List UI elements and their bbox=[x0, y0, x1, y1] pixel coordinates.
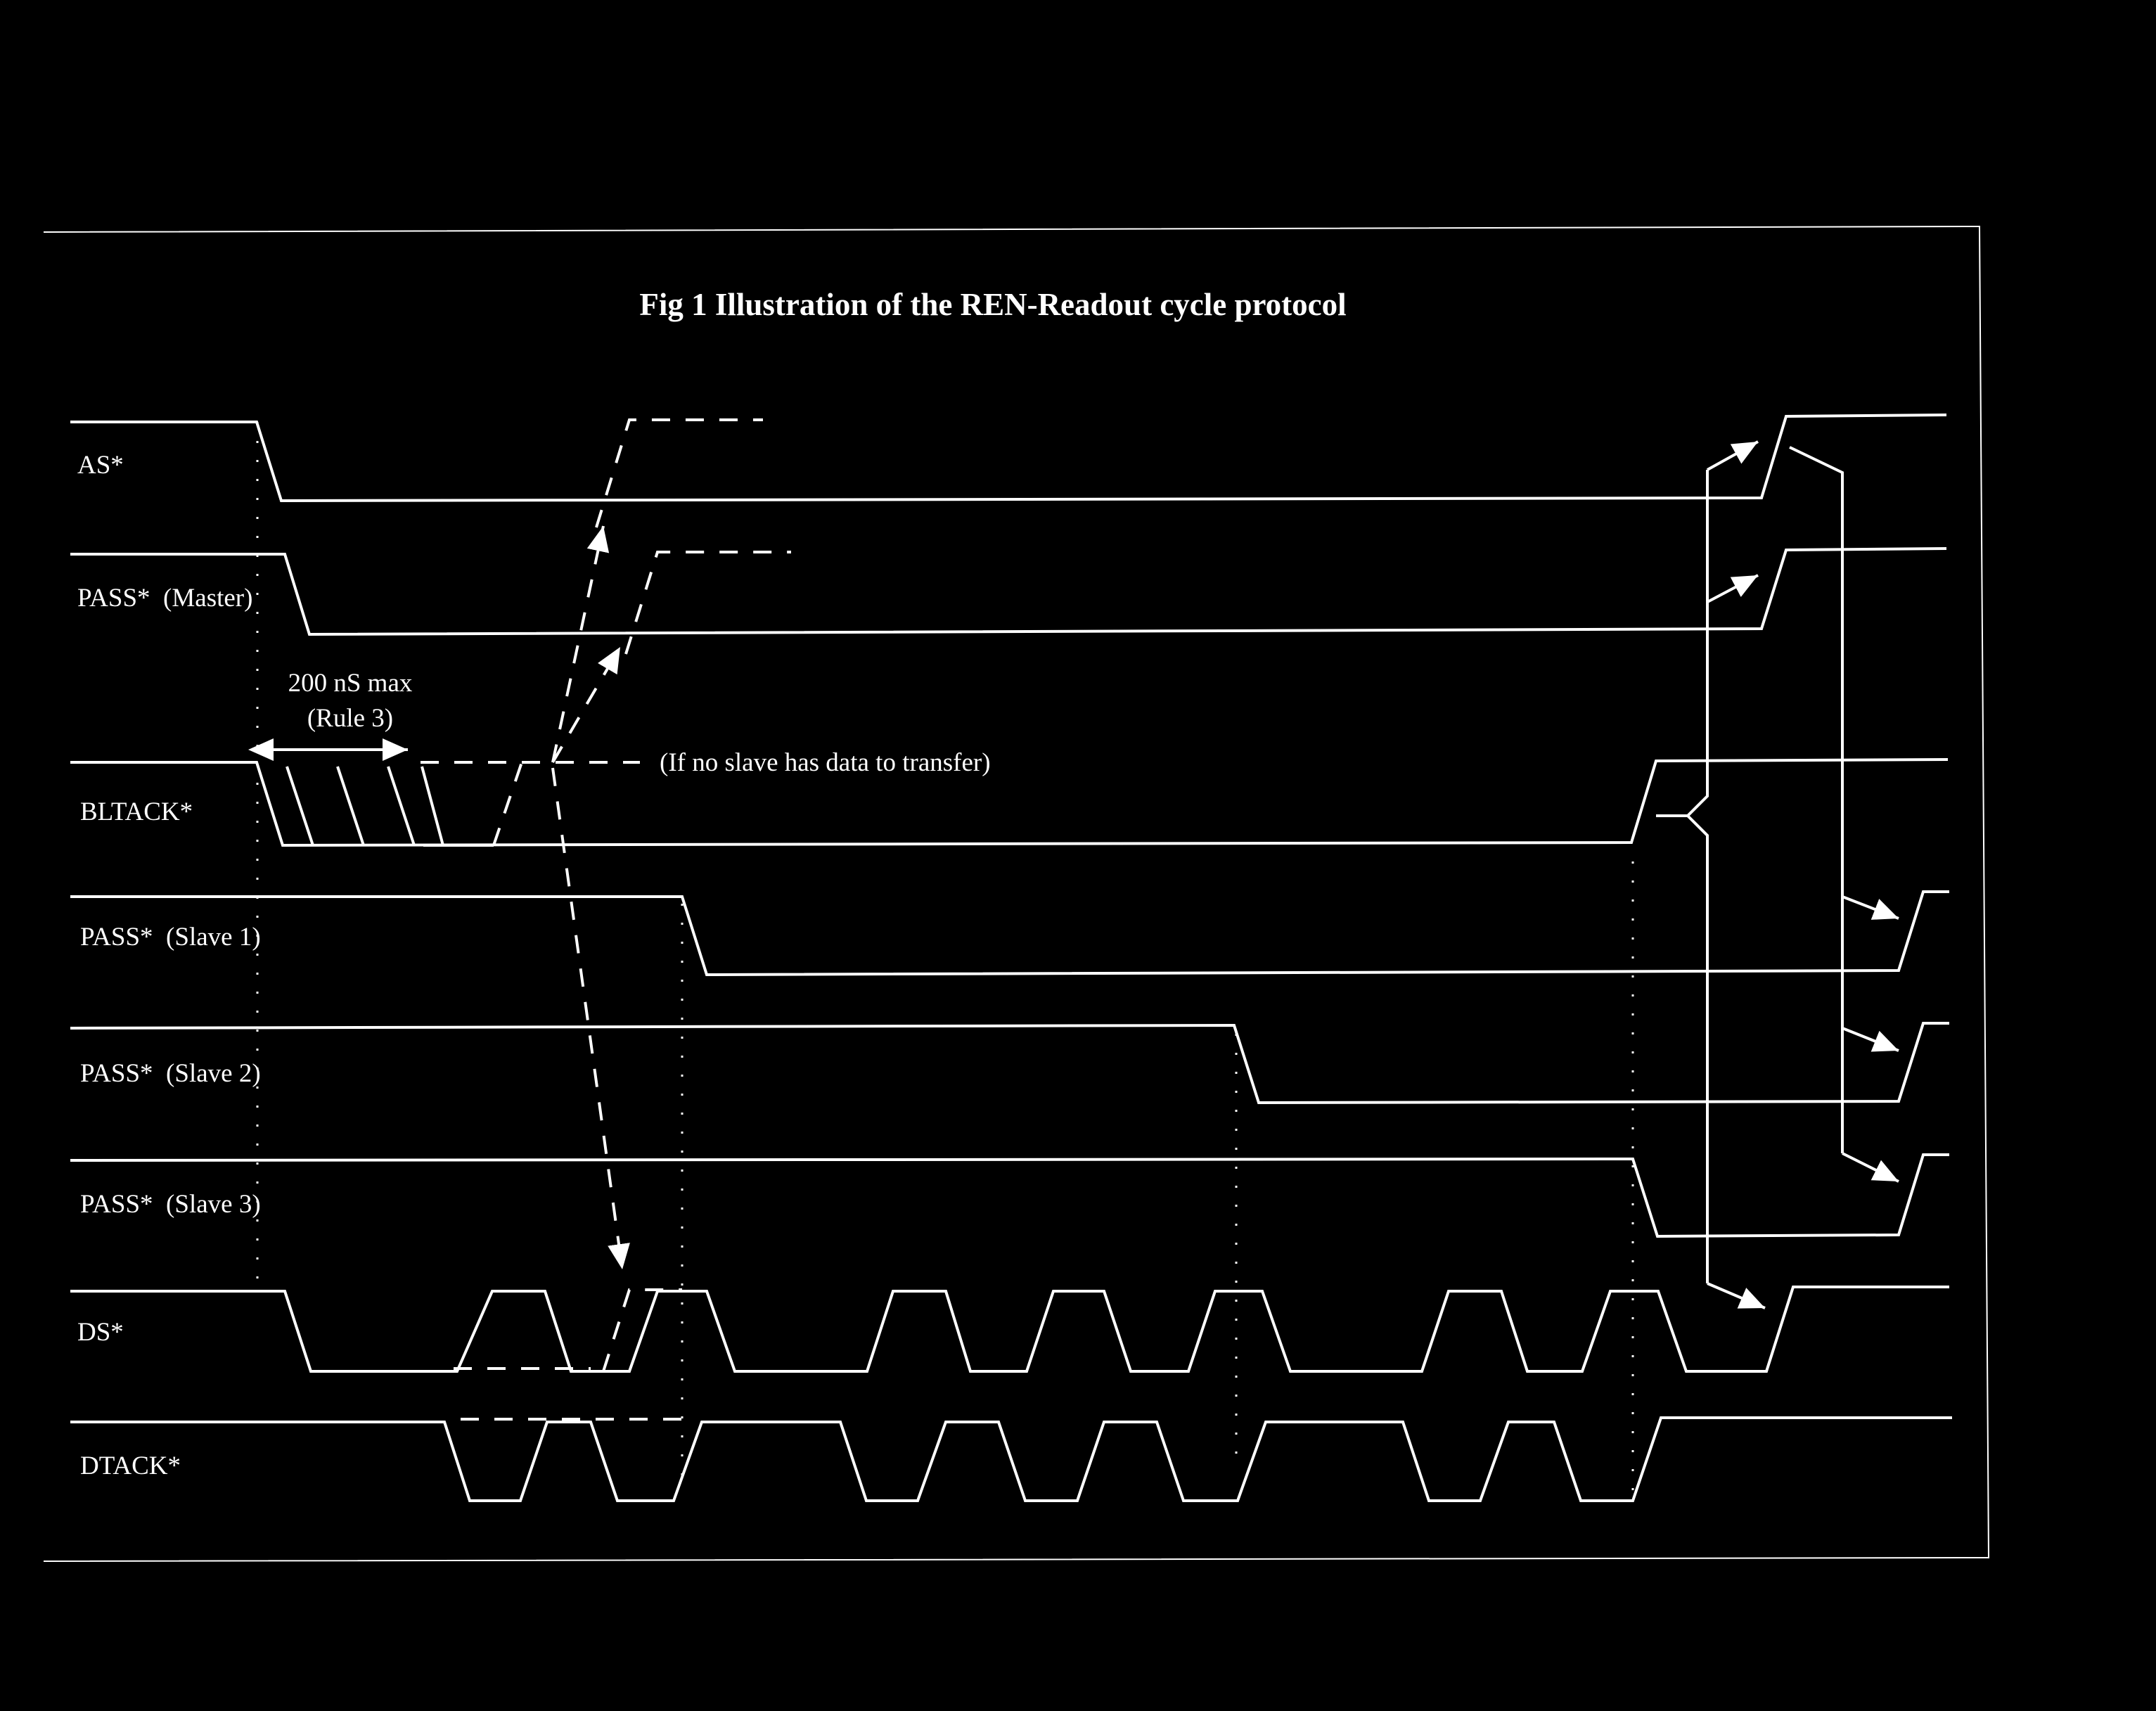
signal-label-pass-slave-1: PASS* (Slave 1) bbox=[80, 923, 261, 951]
signal-label-pass-master: PASS* (Master) bbox=[77, 584, 252, 613]
bltack-to-ds-arrow bbox=[551, 767, 630, 1270]
pass-slave-1-waveform bbox=[70, 890, 1949, 977]
as-release-bracket bbox=[1789, 446, 1844, 1153]
bltack-hatch-4 bbox=[421, 766, 444, 846]
bltack-waveform bbox=[70, 758, 1949, 847]
as-to-slave-2-arrow bbox=[1842, 1027, 1899, 1052]
dtack-waveform bbox=[70, 1416, 1952, 1502]
bracket-to-as-arrow bbox=[1707, 440, 1759, 471]
bracket-to-pass-master-arrow bbox=[1707, 574, 1759, 603]
signal-label-bltack: BLTACK* bbox=[80, 797, 193, 826]
signal-label-pass-slave-2: PASS* (Slave 2) bbox=[80, 1059, 261, 1088]
bltack-to-pass-master-arrow bbox=[551, 646, 622, 764]
diagram-frame bbox=[43, 225, 1990, 1562]
pass-master-dashed-rise bbox=[624, 551, 791, 655]
bltack-branch-bracket bbox=[1656, 470, 1709, 1283]
as-waveform bbox=[70, 414, 1947, 503]
ds-dashed-rise bbox=[602, 1288, 682, 1372]
timing-value-label: 200 nS max bbox=[288, 669, 413, 698]
bltack-dashed-rise bbox=[492, 762, 523, 846]
ds-waveform bbox=[70, 1286, 1949, 1373]
pass-slave-2-waveform bbox=[70, 1022, 1949, 1105]
bracket-to-ds-arrow bbox=[1707, 1282, 1766, 1309]
pass-master-waveform bbox=[70, 547, 1947, 636]
bltack-hatch-1 bbox=[285, 766, 314, 846]
timing-rule-label: (Rule 3) bbox=[307, 704, 393, 733]
bltack-to-as-arrow bbox=[551, 525, 610, 763]
signal-label-pass-slave-3: PASS* (Slave 3) bbox=[80, 1190, 261, 1219]
signal-label-as: AS* bbox=[77, 451, 124, 480]
bltack-hatch-2 bbox=[336, 766, 365, 846]
as-to-slave-1-arrow bbox=[1842, 895, 1899, 920]
signal-label-ds: DS* bbox=[77, 1318, 124, 1347]
signal-label-dtack: DTACK* bbox=[80, 1452, 181, 1480]
pass-slave-3-waveform bbox=[70, 1153, 1949, 1238]
diagram-title: Fig 1 Illustration of the REN-Readout cy… bbox=[639, 287, 1346, 322]
no-slave-note: (If no slave has data to transfer) bbox=[660, 748, 991, 777]
bltack-hatch-3 bbox=[387, 766, 416, 846]
as-dashed-rise bbox=[595, 418, 763, 528]
as-to-slave-3-arrow bbox=[1842, 1152, 1899, 1183]
